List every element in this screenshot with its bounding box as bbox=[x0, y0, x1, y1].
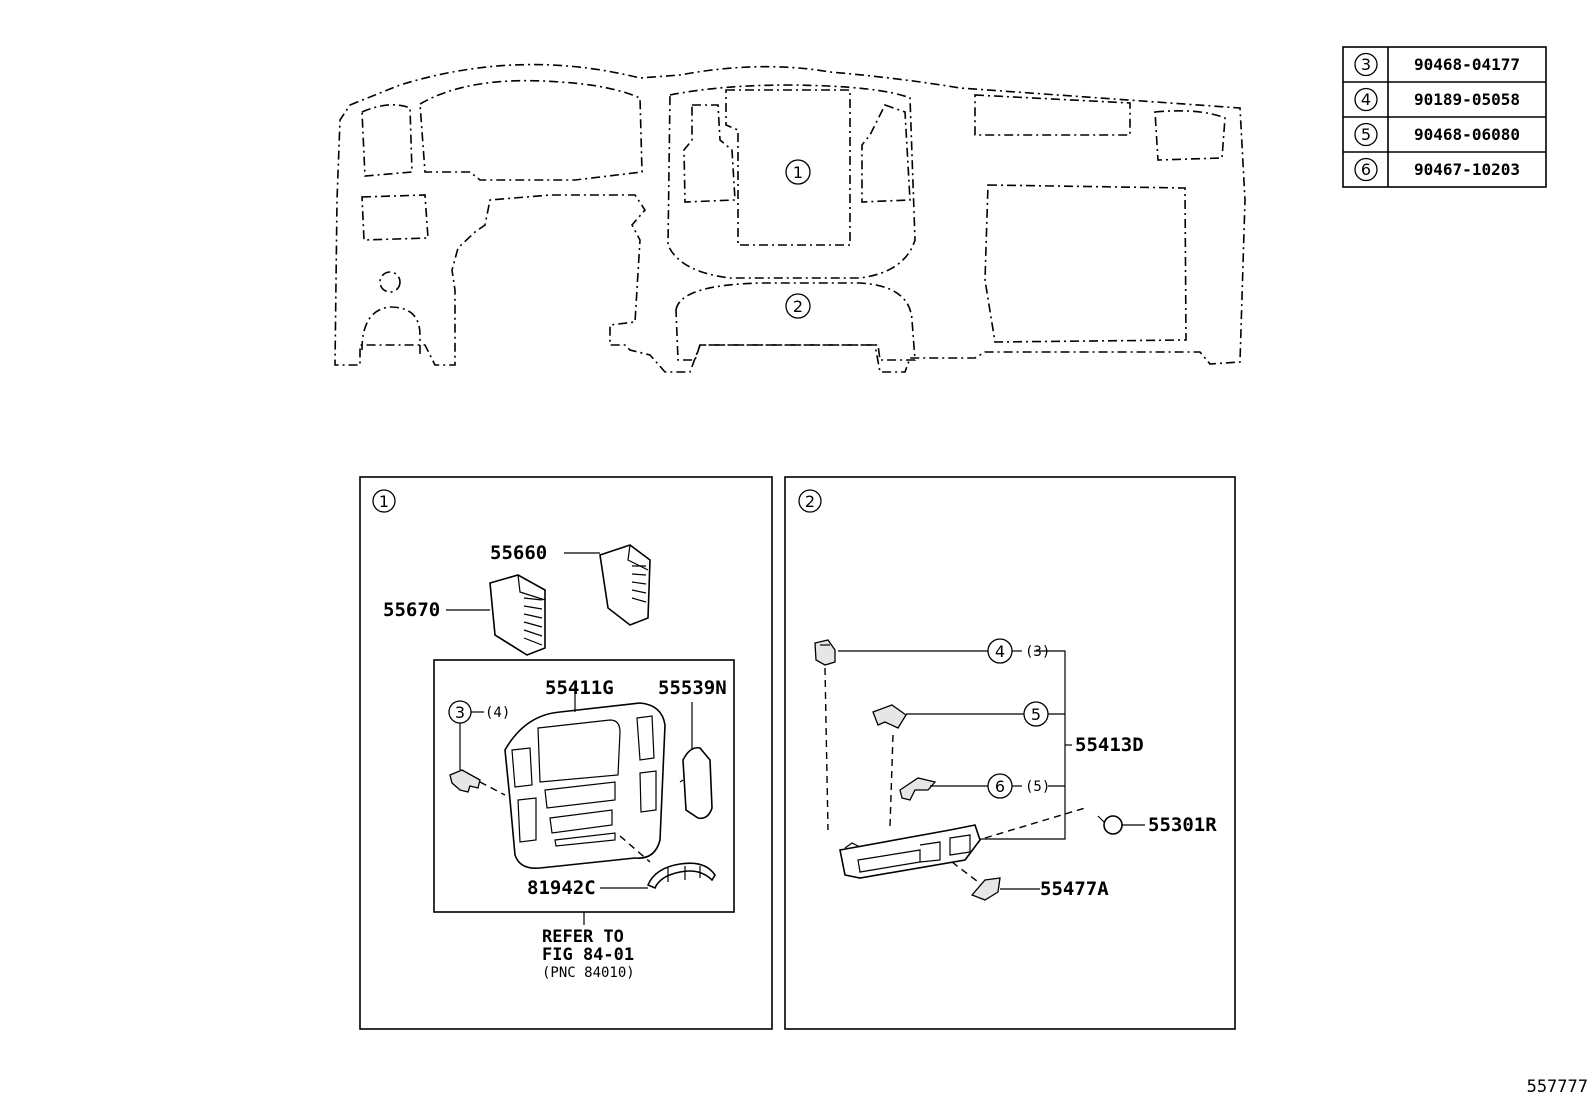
callout-2: 2 bbox=[793, 297, 803, 316]
vent-55670: 55670 bbox=[383, 574, 546, 656]
ref-6: 6 bbox=[995, 777, 1005, 796]
knob-55301r: 55301R bbox=[984, 807, 1217, 839]
screw-qty: (4) bbox=[485, 705, 510, 721]
label-55301r: 55301R bbox=[1148, 814, 1217, 836]
label-55411g: 55411G bbox=[545, 677, 614, 699]
detail-panel-1: 1 55660 55670 bbox=[359, 476, 773, 1030]
label-55660: 55660 bbox=[490, 542, 547, 564]
table-row: 6 90467-10203 bbox=[1354, 157, 1520, 182]
refer-note-line2: FIG 84-01 bbox=[542, 945, 634, 965]
table-part-number: 90468-06080 bbox=[1414, 125, 1520, 144]
ref-5: 5 bbox=[1031, 705, 1041, 724]
label-55413d: 55413D bbox=[1075, 734, 1144, 756]
table-ref: 5 bbox=[1361, 125, 1371, 144]
panel-1-id: 1 bbox=[379, 492, 389, 511]
table-ref: 3 bbox=[1361, 55, 1371, 74]
ref-4-qty: (3) bbox=[1025, 644, 1050, 660]
label-55477a: 55477A bbox=[1040, 878, 1109, 900]
screw-ref-3: 3 (4) bbox=[448, 700, 510, 796]
table-part-number: 90189-05058 bbox=[1414, 90, 1520, 109]
ref-6-qty: (5) bbox=[1025, 779, 1050, 795]
table-row: 3 90468-04177 bbox=[1354, 52, 1520, 77]
refer-note-line3: (PNC 84010) bbox=[542, 965, 635, 981]
dashboard-outer-outline bbox=[334, 63, 1246, 373]
label-81942c: 81942C bbox=[527, 877, 596, 899]
refer-note-line1: REFER TO bbox=[542, 927, 624, 947]
vent-55660: 55660 bbox=[490, 542, 651, 626]
dashboard-outline: 1 2 bbox=[334, 63, 1246, 373]
cap-55477a: 55477A bbox=[951, 861, 1109, 901]
table-ref: 4 bbox=[1361, 90, 1371, 109]
panel-2-id: 2 bbox=[805, 492, 815, 511]
ref-4: 4 bbox=[995, 642, 1005, 661]
bezel-55411g: 55411G bbox=[504, 677, 666, 870]
table-part-number: 90467-10203 bbox=[1414, 160, 1520, 179]
table-ref: 6 bbox=[1361, 160, 1371, 179]
clip-ref-6: 6 (5) bbox=[899, 773, 1065, 801]
trim-81942c: 81942C bbox=[527, 835, 716, 899]
clip-ref-5: 5 bbox=[872, 701, 1065, 827]
screw-ref: 3 bbox=[455, 703, 465, 722]
part-number-table: 3 90468-04177 4 90189-05058 5 90468-0608… bbox=[1342, 46, 1547, 188]
label-55670: 55670 bbox=[383, 599, 440, 621]
table-row: 4 90189-05058 bbox=[1354, 87, 1520, 112]
switch-panel bbox=[839, 824, 981, 879]
table-row: 5 90468-06080 bbox=[1354, 122, 1520, 147]
clip-ref-4: 4 (3) bbox=[814, 638, 1050, 831]
cap-55539n: 55539N bbox=[658, 677, 727, 820]
detail-panel-2: 2 55413D 4 (3) 5 bbox=[784, 476, 1236, 1030]
callout-1: 1 bbox=[793, 163, 803, 182]
illustration-number: 557777 bbox=[1527, 1077, 1588, 1097]
label-55539n: 55539N bbox=[658, 677, 727, 699]
table-part-number: 90468-04177 bbox=[1414, 55, 1520, 74]
